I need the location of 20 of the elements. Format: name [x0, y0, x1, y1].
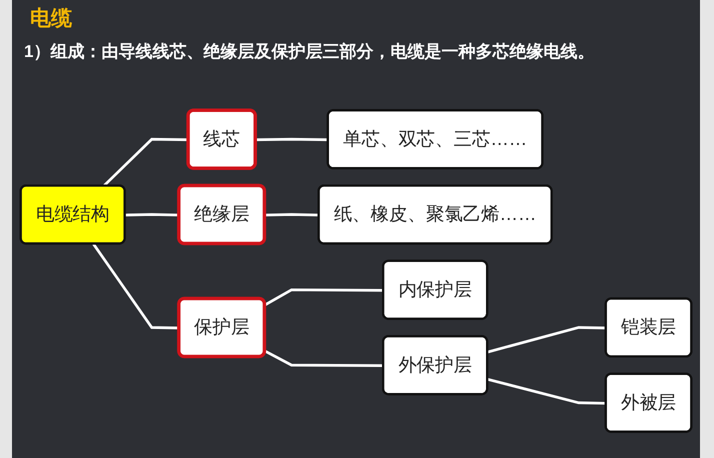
process-box: 外保护层: [382, 335, 488, 396]
connector: [256, 138, 328, 142]
process-box: 外被层: [604, 372, 692, 433]
connector: [125, 213, 180, 216]
connector: [264, 213, 320, 216]
description-text: 1）组成：由导线线芯、绝缘层及保护层三部分，电缆是一种多芯绝缘电线。: [24, 41, 594, 63]
connector: [487, 378, 606, 405]
connector: [264, 350, 384, 368]
connector: [487, 326, 606, 354]
process-box: 线芯: [186, 108, 257, 170]
process-box: 纸、橡皮、聚氯乙烯……: [318, 184, 553, 245]
root-box: 电缆结构: [20, 184, 126, 245]
process-box: 单芯、双芯、三芯……: [326, 109, 544, 170]
process-box: 铠装层: [604, 297, 692, 358]
connector: [92, 243, 180, 330]
process-box: 保护层: [177, 296, 266, 358]
connector: [264, 288, 384, 306]
title: 电缆: [30, 6, 72, 32]
process-box: 内保护层: [382, 260, 488, 320]
process-box: 绝缘层: [177, 184, 266, 246]
